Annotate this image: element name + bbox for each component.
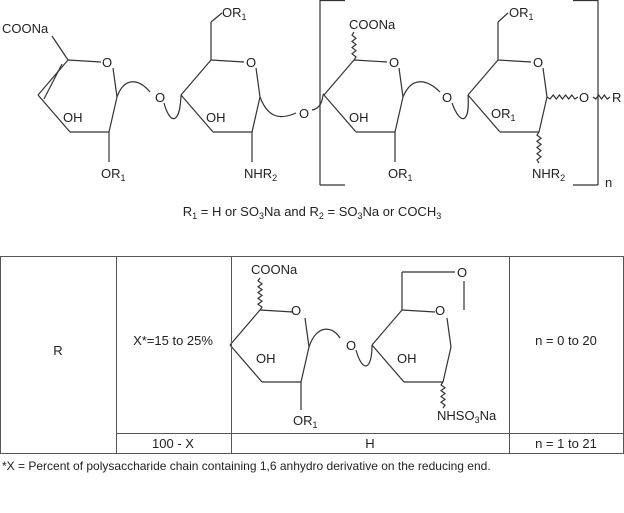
- ring-a: [300, 346, 310, 383]
- label-terminal-o: O: [579, 90, 589, 105]
- ring-4: [497, 59, 532, 63]
- label-or1-anhydro: OR1: [293, 413, 318, 430]
- label-oh-ring1: OH: [63, 110, 83, 125]
- row1-n-range: n = 0 to 20: [535, 333, 597, 348]
- ring-3: [323, 94, 357, 133]
- wavy-bond: [256, 277, 264, 311]
- ring-3: [353, 59, 388, 63]
- wavy-bond: [546, 94, 579, 100]
- ring-1: [37, 94, 71, 133]
- wavy-bond: [439, 381, 447, 409]
- label-coona-anhydro: COONa: [251, 262, 298, 277]
- glycosidic-link-3: [402, 81, 469, 120]
- ring-b: [446, 317, 452, 348]
- wavy-bond: [536, 131, 542, 164]
- row1-percent: X*=15 to 25%: [133, 333, 213, 348]
- label-ring-o-b: O: [435, 303, 445, 318]
- label-or1-ring1: OR1: [101, 166, 126, 183]
- ring-2: [255, 67, 261, 98]
- glycosidic-link-2: [259, 93, 325, 118]
- wavy-bond: [592, 93, 611, 101]
- label-bridge-o: O: [457, 265, 467, 280]
- ring-1: [112, 67, 118, 98]
- label-glycosidic-o-1: O: [155, 90, 165, 105]
- label-or1-ring2-top: OR1: [222, 5, 247, 22]
- ring-b: [442, 346, 452, 383]
- label-oh-ring3: OH: [349, 110, 369, 125]
- label-oh-ring2: OH: [206, 110, 226, 125]
- row2-n-range: n = 1 to 21: [535, 436, 597, 451]
- label-or1-ring3: OR1: [388, 166, 413, 183]
- bond: [497, 12, 509, 23]
- ring-4: [467, 59, 499, 96]
- ring-1: [108, 96, 118, 133]
- label-ring-o-a: O: [291, 303, 301, 318]
- label-ring-o-2: O: [246, 55, 256, 70]
- ring-a: [304, 317, 310, 348]
- ring-2: [210, 59, 245, 63]
- ring-3: [398, 67, 404, 98]
- label-or1-ring4-top: OR1: [509, 5, 534, 22]
- ring-2: [180, 94, 214, 133]
- label-ring-o-3: O: [389, 55, 399, 70]
- label-coona-ring1: COONa: [2, 21, 49, 36]
- substituent-legend: R1 = H or SO3Na and R2 = SO3Na or COCH3: [183, 204, 441, 221]
- label-glycosidic-o-2: O: [299, 106, 309, 121]
- glycosidic-link-a: [308, 328, 373, 367]
- ring-2: [180, 59, 212, 96]
- bond: [51, 35, 69, 61]
- label-terminal-r: R: [612, 90, 621, 105]
- glycosidic-link-1: [116, 81, 182, 120]
- ring-a: [259, 309, 294, 313]
- ring-4: [467, 94, 501, 133]
- ring-3: [323, 59, 355, 96]
- label-nhr2-ring4: NHR2: [532, 166, 565, 183]
- ring-1: [37, 59, 69, 96]
- ring-4: [538, 96, 548, 133]
- label-ring-o-4: O: [533, 55, 543, 70]
- label-nhso3na: NHSO3Na: [437, 408, 497, 425]
- label-glycosidic-o-3: O: [442, 90, 452, 105]
- row2-percent: 100 - X: [152, 436, 194, 451]
- ring-a: [229, 309, 261, 346]
- ring-b: [371, 309, 403, 346]
- label-nhr2-ring2: NHR2: [244, 166, 277, 183]
- ring-3: [394, 96, 404, 133]
- bond: [210, 12, 223, 23]
- row2-structure: H: [365, 436, 374, 451]
- label-oh-b: OH: [397, 351, 417, 366]
- label-link-o-anhydro: O: [346, 338, 356, 353]
- chemical-bonds: [37, 0, 611, 410]
- ring-2: [251, 96, 261, 133]
- ring-4: [542, 67, 548, 98]
- footnote: *X = Percent of polysaccharide chain con…: [2, 459, 491, 473]
- ring-b: [401, 309, 436, 313]
- wavy-bond: [351, 31, 357, 61]
- label-ring-o-1: O: [102, 55, 112, 70]
- table-r-header: R: [53, 343, 62, 358]
- label-or1-ring4: OR1: [491, 106, 516, 123]
- ring-1: [67, 59, 102, 63]
- ring-b: [371, 344, 405, 383]
- ring-a: [229, 344, 263, 383]
- repeat-count-n: n: [605, 175, 612, 190]
- double-bond: [43, 63, 63, 100]
- label-coona-ring3: COONa: [349, 17, 396, 32]
- label-oh-a: OH: [256, 351, 276, 366]
